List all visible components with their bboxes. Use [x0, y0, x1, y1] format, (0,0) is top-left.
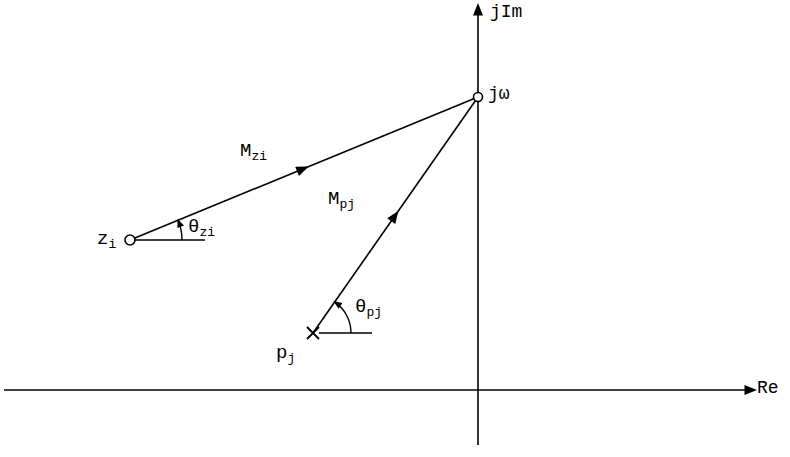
- angle-label: θpj: [355, 294, 382, 321]
- pole-vector-first-half: [313, 215, 396, 333]
- pole-label: pj: [276, 340, 295, 367]
- pole-angle-arc: [335, 302, 351, 333]
- zero-vector-first-half: [130, 169, 304, 241]
- angle-label: θzi: [188, 214, 215, 241]
- vector-label: Mpj: [328, 186, 355, 213]
- jw-point-marker: [474, 93, 483, 102]
- vector-label: Mzi: [240, 138, 267, 165]
- real-axis: [4, 389, 752, 391]
- axis-label: Re: [757, 378, 779, 400]
- pole-vector-second-half: [396, 97, 479, 215]
- zero-label: zi: [97, 226, 116, 253]
- zero-angle-arc: [178, 220, 182, 240]
- zero-reference-line: [135, 239, 205, 240]
- pole-reference-line: [319, 332, 372, 333]
- axis-label: jIm: [490, 2, 522, 24]
- pole-marker: [307, 327, 319, 339]
- zero-vector-second-half: [304, 97, 478, 169]
- point-label: jω: [488, 84, 510, 106]
- imaginary-axis: [477, 8, 479, 445]
- zero-marker: [125, 235, 135, 245]
